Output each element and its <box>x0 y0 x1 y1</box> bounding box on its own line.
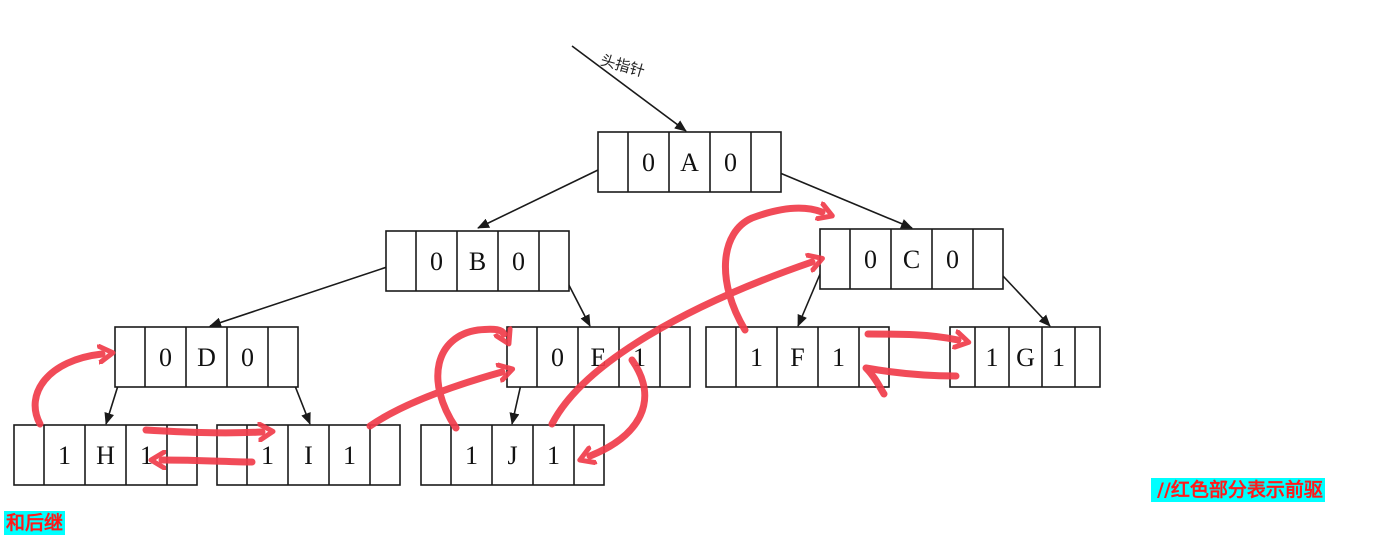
node-a: 0 A 0 <box>597 131 782 193</box>
node-j-rtag: 1 <box>547 441 560 470</box>
node-i-data: I <box>304 441 313 470</box>
thread-f-pred-to-a <box>722 208 822 334</box>
node-h-rtag: 1 <box>140 441 153 470</box>
node-c-rtag: 0 <box>946 245 959 274</box>
node-e-ltag: 0 <box>551 343 564 372</box>
node-f-data: F <box>790 343 804 372</box>
thread-i-succ-to-b <box>366 372 502 430</box>
node-c-data: C <box>903 245 920 274</box>
node-h-ltag: 1 <box>58 441 71 470</box>
node-h-data: H <box>96 441 115 470</box>
node-i-rtag: 1 <box>343 441 356 470</box>
node-c: 0 C 0 <box>819 228 1004 290</box>
head-pointer: 头指针 <box>571 45 687 132</box>
node-d: 0 D 0 <box>114 326 299 388</box>
node-f-rtag: 1 <box>832 343 845 372</box>
thread-j-succ-to-e <box>590 356 649 456</box>
edge-a-b <box>477 169 599 229</box>
node-d-data: D <box>197 343 216 372</box>
node-e: 0 E 1 <box>506 326 691 388</box>
thread-f-succ-to-c <box>864 334 958 340</box>
node-j-ltag: 1 <box>465 441 478 470</box>
edge-a-c <box>767 167 913 229</box>
thread-h-succ-to-d <box>142 430 262 433</box>
thread-e-succ-to-c <box>548 262 812 428</box>
node-a-ltag: 0 <box>642 148 655 177</box>
caption-line-2: 和后继 <box>4 511 66 535</box>
node-a-data: A <box>680 148 699 177</box>
caption-line-1: //红色部分表示前驱 <box>1151 478 1325 502</box>
node-g: 1 G 1 <box>949 326 1101 388</box>
node-i-ltag: 1 <box>261 441 274 470</box>
node-f-ltag: 1 <box>750 343 763 372</box>
node-a-rtag: 0 <box>724 148 737 177</box>
thread-i-pred-to-h <box>162 460 256 462</box>
node-j-data: J <box>507 441 517 470</box>
edge-b-d <box>209 261 403 328</box>
thread-h-pred-to-d <box>31 354 102 428</box>
node-g-rtag: 1 <box>1052 343 1065 372</box>
node-b-data: B <box>469 247 486 276</box>
node-b-rtag: 0 <box>512 247 525 276</box>
node-c-ltag: 0 <box>864 245 877 274</box>
node-b-ltag: 0 <box>430 247 443 276</box>
node-d-rtag: 0 <box>241 343 254 372</box>
head-pointer-arrow <box>571 45 687 132</box>
thread-g-pred-to-c <box>862 364 960 398</box>
node-d-ltag: 0 <box>159 343 172 372</box>
node-b: 0 B 0 <box>385 230 570 292</box>
node-h: 1 H 1 <box>13 424 198 486</box>
node-g-ltag: 1 <box>986 343 999 372</box>
thread-arrows <box>31 208 960 462</box>
thread-j-pred-to-b <box>434 325 504 432</box>
head-pointer-label: 头指针 <box>599 51 647 81</box>
node-j: 1 J 1 <box>420 424 605 486</box>
node-f: 1 F 1 <box>705 326 890 388</box>
node-g-data: G <box>1016 343 1035 372</box>
